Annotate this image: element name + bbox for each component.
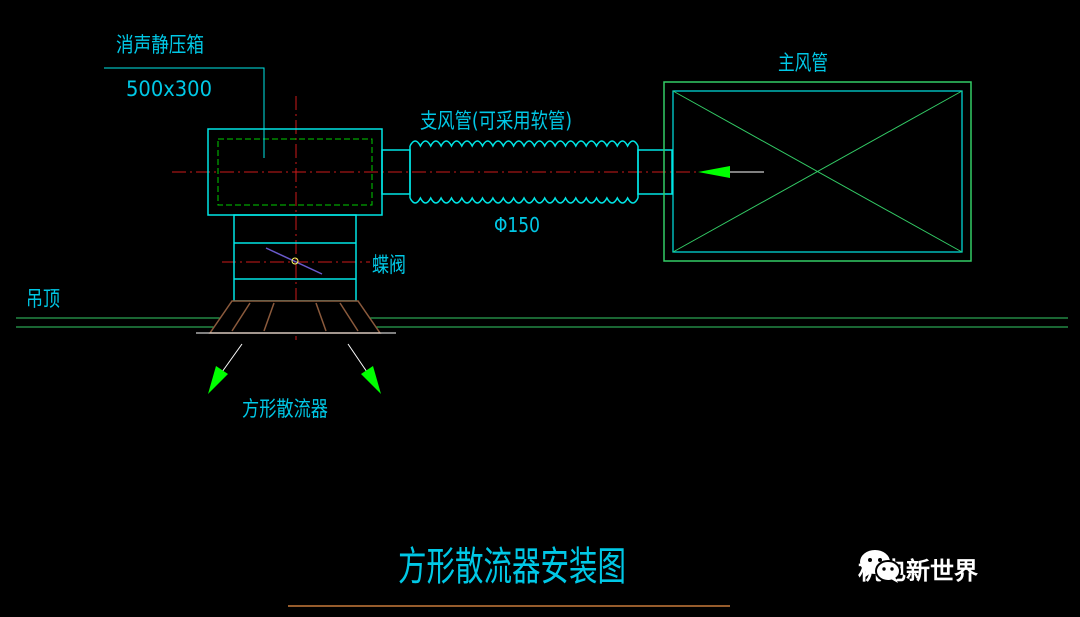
branch-diameter-label: Φ150	[494, 213, 540, 237]
diffuser-vane-1	[231, 302, 251, 332]
diffuser-vane-2	[263, 302, 275, 332]
main-duct-diagonal-2	[672, 90, 963, 253]
outflow-arrow-left-head	[208, 366, 228, 394]
flex-duct-top	[409, 140, 639, 148]
outflow-arrow-left-shaft	[221, 343, 243, 373]
main-duct-inner	[672, 90, 963, 253]
plenum-box-liner	[217, 138, 373, 206]
square-diffuser	[196, 300, 396, 334]
ceiling-label: 吊顶	[26, 287, 60, 311]
flex-duct-bottom	[409, 196, 639, 204]
airflow-arrow-head	[698, 166, 730, 178]
branch-duct	[381, 140, 673, 204]
ceiling-lines	[16, 317, 1068, 328]
diffuser-vane-3	[315, 302, 327, 332]
diffuser-vane-4	[339, 302, 359, 332]
damper-pivot	[291, 257, 299, 265]
airflow-arrow	[698, 166, 764, 178]
main-duct	[663, 81, 972, 262]
watermark: 机电新世界	[858, 548, 978, 588]
diffuser-body	[208, 300, 382, 334]
damper-blade	[265, 247, 323, 275]
duct-connector-right	[637, 149, 673, 195]
plenum-box-name-label: 消声静压箱	[116, 33, 204, 57]
outflow-arrow-right-head	[361, 366, 381, 394]
branch-duct-label: 支风管(可采用软管)	[420, 109, 572, 133]
plenum-leader-line	[104, 67, 265, 158]
diffuser-label: 方形散流器	[242, 397, 328, 421]
main-duct-label: 主风管	[778, 51, 828, 75]
outflow-arrows	[208, 343, 381, 394]
plenum-box-size-label: 500x300	[126, 77, 212, 101]
outflow-arrow-right-shaft	[347, 343, 368, 373]
main-duct-outer	[663, 81, 972, 262]
wechat-icon	[860, 550, 901, 583]
damper-label: 蝶阀	[372, 253, 406, 277]
drawing-title: 方形散流器安装图	[398, 544, 626, 590]
